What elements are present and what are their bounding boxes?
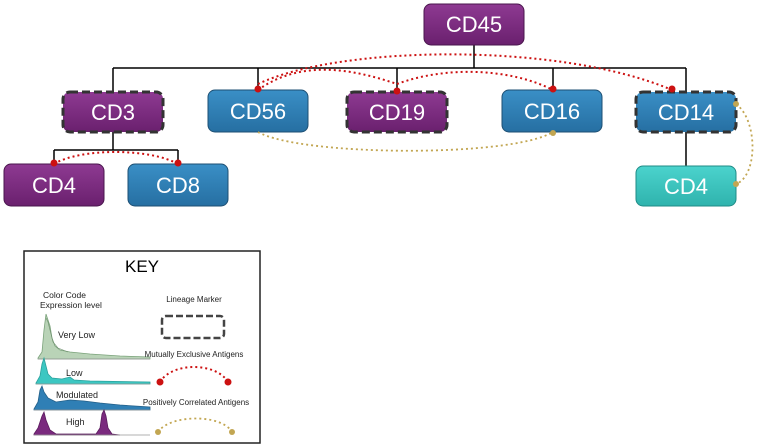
exclusive-arc-cd4-cd8 bbox=[53, 151, 179, 165]
key-correlated-label: Positively Correlated Antigens bbox=[143, 398, 249, 407]
key-correlated-dot-right bbox=[229, 429, 235, 435]
correlated-arc-endpoints bbox=[550, 101, 739, 187]
node-label: CD16 bbox=[524, 99, 580, 124]
key-expression-level-label: Expression level bbox=[40, 300, 102, 310]
node-cd3: CD3 bbox=[61, 90, 165, 134]
correlated-arcs bbox=[257, 103, 754, 185]
histogram-high bbox=[33, 408, 150, 436]
node-cd14: CD14 bbox=[634, 90, 738, 134]
node-label: CD8 bbox=[156, 173, 200, 198]
node-cd4-mono: CD4 bbox=[635, 165, 737, 207]
histogram-modulated bbox=[33, 384, 151, 411]
node-label: CD45 bbox=[446, 12, 502, 37]
exclusive-arcs bbox=[53, 53, 673, 165]
histogram-very-low bbox=[37, 313, 151, 360]
key-level-low: Low bbox=[66, 368, 83, 378]
node-label: CD56 bbox=[230, 99, 286, 124]
node-cd19: CD19 bbox=[345, 90, 449, 134]
exclusive-arc-cd19-cd16 bbox=[396, 70, 554, 91]
key-correlated-swatch bbox=[157, 417, 233, 433]
key-level-high: High bbox=[66, 417, 85, 427]
node-label: CD4 bbox=[32, 173, 76, 198]
tree-connectors bbox=[53, 45, 687, 166]
exclusive-arc-cd56-cd14 bbox=[257, 53, 673, 91]
node-cd16: CD16 bbox=[501, 89, 603, 133]
key-level-very-low: Very Low bbox=[58, 330, 96, 340]
key-level-modulated: Modulated bbox=[56, 390, 98, 400]
key-lineage-marker-swatch bbox=[160, 314, 226, 340]
key-exclusive-label: Mutually Exclusive Antigens bbox=[145, 350, 244, 359]
correlated-arc-cd56-cd16 bbox=[257, 131, 554, 152]
exclusive-arc-endpoints bbox=[50, 85, 676, 167]
node-cd4-t: CD4 bbox=[3, 163, 105, 207]
node-cd56: CD56 bbox=[207, 89, 309, 133]
key-exclusive-dot-right bbox=[224, 378, 232, 386]
exclusive-arc-cd56-cd19 bbox=[257, 68, 398, 91]
node-label: CD4 bbox=[664, 174, 708, 199]
key-panel: KEY Color Code Expression level Very Low… bbox=[23, 250, 261, 444]
key-color-code-label: Color Code bbox=[43, 290, 86, 300]
histogram-low bbox=[35, 356, 151, 385]
node-cd8: CD8 bbox=[127, 163, 229, 207]
key-title: KEY bbox=[125, 257, 159, 276]
node-cd45: CD45 bbox=[423, 3, 525, 46]
key-correlated-dot-left bbox=[155, 429, 161, 435]
node-label: CD14 bbox=[658, 100, 714, 125]
key-exclusive-swatch bbox=[159, 366, 229, 383]
key-lineage-marker-label: Lineage Marker bbox=[166, 295, 222, 304]
node-label: CD19 bbox=[369, 100, 425, 125]
key-exclusive-dot-left bbox=[156, 378, 164, 386]
node-label: CD3 bbox=[91, 100, 135, 125]
correlated-arc-cd14-cd4 bbox=[735, 103, 754, 185]
